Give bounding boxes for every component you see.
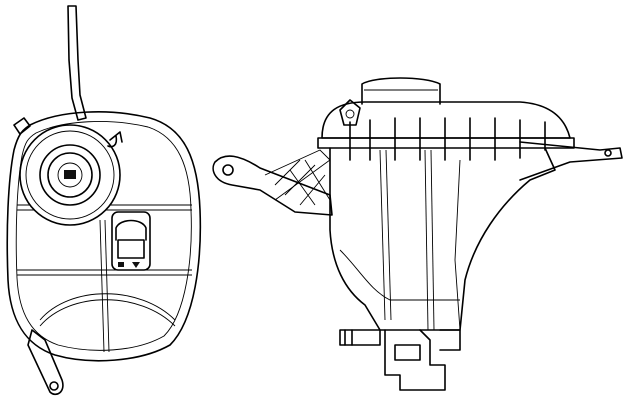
lower-body <box>329 147 556 331</box>
left-bracket <box>212 155 333 216</box>
sensor-rod <box>67 5 87 121</box>
rim-flange <box>317 137 575 149</box>
upper-body <box>321 101 571 139</box>
mounting-bracket <box>27 329 64 396</box>
bracket-lattice <box>264 149 331 206</box>
tank-top-view <box>6 5 202 396</box>
body-ribs <box>339 149 461 331</box>
side-flange <box>519 141 623 181</box>
sensor-port <box>339 99 361 126</box>
filler-cap[interactable] <box>19 124 121 226</box>
tank-outline <box>6 111 202 362</box>
arrow-marking <box>107 131 123 148</box>
sensor-connector <box>111 211 151 271</box>
rim-ribs <box>349 117 546 161</box>
tank-inner-rim <box>15 121 192 351</box>
top-neck <box>361 77 441 105</box>
hose-nipple <box>13 117 31 135</box>
outlet-pipes <box>339 329 461 391</box>
tank-side-view <box>212 77 623 391</box>
tank-ribs <box>17 204 192 353</box>
